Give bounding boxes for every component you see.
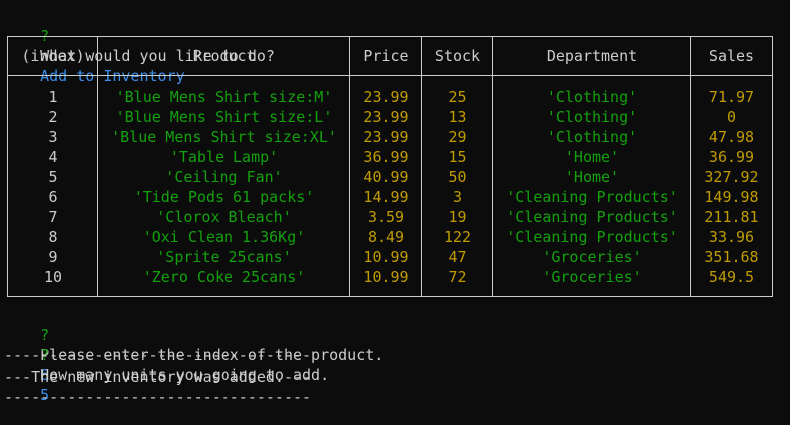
table-cell-sales: 549.5 (708, 268, 755, 286)
table-cell-index: 4 (48, 148, 58, 166)
table-cell-index: 5 (48, 168, 58, 186)
products-table: (index) Product Price Stock Department S… (7, 36, 773, 297)
table-cell-index: 3 (48, 128, 58, 146)
index-prompt-line: ? Please enter the index of the product.… (4, 305, 383, 384)
table-cell-department: 'Clothing' (546, 88, 638, 106)
table-cell-department: 'Clothing' (546, 108, 638, 126)
separator-line: ---------------------------------- (4, 346, 312, 364)
table-cell-stock: 50 (448, 168, 467, 186)
table-cell-department: 'Home' (564, 148, 620, 166)
column-divider (690, 37, 691, 296)
prompt-question: Please enter the index of the product. (40, 346, 384, 364)
action-prompt-line: ? What would you like to do? Add to Inve… (4, 6, 275, 85)
column-divider (421, 37, 422, 296)
prompt-question: How many units you going to add. (40, 366, 330, 384)
column-divider (349, 37, 350, 296)
prompt-marker: ? (40, 326, 50, 344)
terminal-window[interactable]: ? What would you like to do? Add to Inve… (0, 0, 790, 406)
table-cell-sales: 71.97 (708, 88, 755, 106)
table-cell-sales: 0 (726, 108, 737, 126)
table-cell-stock: 122 (443, 228, 472, 246)
table-cell-stock: 25 (448, 88, 467, 106)
header-sales: Sales (708, 47, 755, 65)
prompt-marker: ? (40, 346, 50, 364)
table-cell-price: 8.49 (367, 228, 405, 246)
table-cell-stock: 3 (452, 188, 463, 206)
table-cell-department: 'Clothing' (546, 128, 638, 146)
table-cell-price: 14.99 (363, 188, 409, 206)
header-product: Product (192, 47, 256, 65)
table-cell-price: 40.99 (363, 168, 409, 186)
table-cell-product: 'Tide Pods 61 packs' (133, 188, 315, 206)
table-cell-sales: 327.92 (704, 168, 759, 186)
table-cell-sales: 47.98 (708, 128, 755, 146)
table-cell-index: 7 (48, 208, 58, 226)
table-cell-product: 'Table Lamp' (169, 148, 279, 166)
table-cell-stock: 72 (448, 268, 467, 286)
table-cell-product: 'Clorox Bleach' (156, 208, 292, 226)
header-department: Department (546, 47, 638, 65)
table-cell-product: 'Blue Mens Shirt size:L' (115, 108, 333, 126)
table-cell-stock: 47 (448, 248, 467, 266)
table-cell-stock: 19 (448, 208, 467, 226)
table-header-row: (index) Product Price Stock Department S… (8, 37, 772, 76)
column-divider (492, 37, 493, 296)
table-cell-price: 10.99 (363, 248, 409, 266)
table-cell-sales: 351.68 (704, 248, 759, 266)
table-cell-department: 'Cleaning Products' (506, 228, 678, 246)
table-cell-product: 'Ceiling Fan' (165, 168, 283, 186)
prompt-answer: 5 (40, 386, 50, 404)
table-cell-sales: 211.81 (704, 208, 759, 226)
table-cell-index: 10 (43, 268, 63, 286)
table-cell-index: 9 (48, 248, 58, 266)
table-cell-department: 'Home' (564, 168, 620, 186)
table-cell-index: 6 (48, 188, 58, 206)
header-stock: Stock (434, 47, 481, 65)
table-cell-product: 'Blue Mens Shirt size:XL' (111, 128, 337, 146)
table-cell-price: 10.99 (363, 268, 409, 286)
table-cell-stock: 29 (448, 128, 467, 146)
table-cell-price: 23.99 (363, 128, 409, 146)
separator-line: ---------------------------------- (4, 388, 312, 406)
prompt-answer: 6 (40, 366, 50, 384)
table-cell-product: 'Blue Mens Shirt size:M' (115, 88, 333, 106)
table-cell-department: 'Cleaning Products' (506, 188, 678, 206)
table-cell-sales: 149.98 (704, 188, 759, 206)
table-cell-department: 'Cleaning Products' (506, 208, 678, 226)
table-cell-index: 8 (48, 228, 58, 246)
units-prompt-line: ? How many units you going to add. 5 (4, 325, 329, 404)
table-cell-product: 'Oxi Clean 1.36Kg' (142, 228, 306, 246)
table-cell-price: 23.99 (363, 88, 409, 106)
column-divider (97, 37, 98, 296)
table-cell-department: 'Groceries' (542, 248, 642, 266)
header-index: (index) (21, 47, 85, 65)
table-cell-sales: 33.96 (708, 228, 755, 246)
status-message: ---The new inventory was added.--- (4, 368, 312, 386)
table-cell-price: 3.59 (367, 208, 405, 226)
table-cell-stock: 15 (448, 148, 467, 166)
table-cell-stock: 13 (448, 108, 467, 126)
table-cell-price: 36.99 (363, 148, 409, 166)
header-price: Price (363, 47, 409, 65)
table-cell-index: 2 (48, 108, 58, 126)
table-cell-sales: 36.99 (708, 148, 755, 166)
table-cell-product: 'Zero Coke 25cans' (142, 268, 306, 286)
table-cell-product: 'Sprite 25cans' (156, 248, 292, 266)
table-cell-price: 23.99 (363, 108, 409, 126)
table-cell-index: 1 (48, 88, 58, 106)
prompt-answer: Add to Inventory (40, 67, 185, 85)
prompt-question: What would you like to do? (40, 47, 275, 65)
table-cell-department: 'Groceries' (542, 268, 642, 286)
